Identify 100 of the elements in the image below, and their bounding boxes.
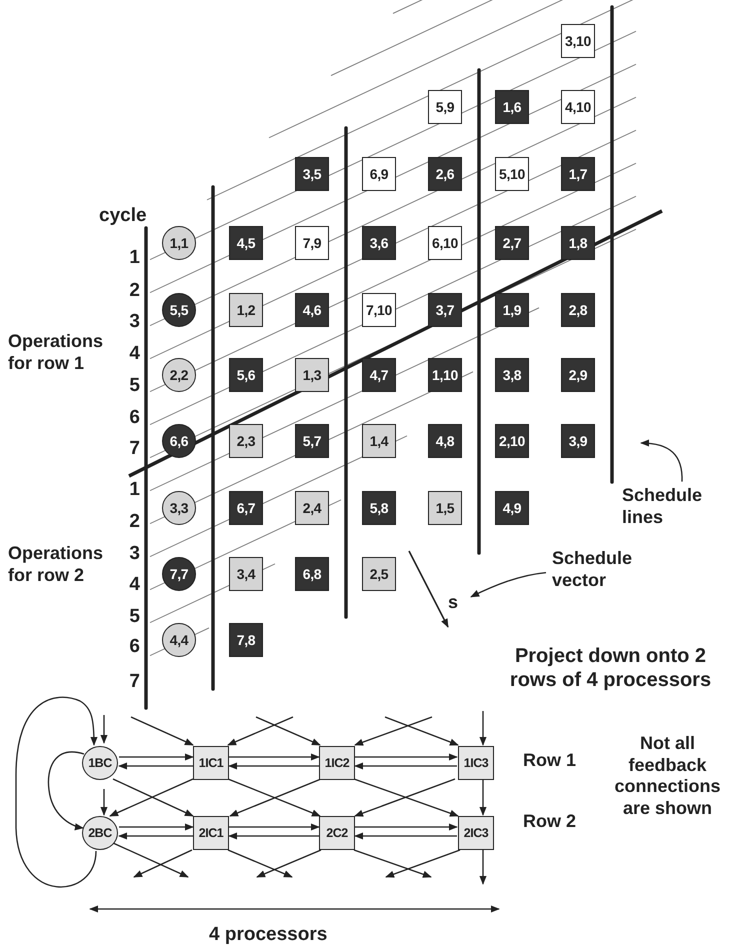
- annotation-text: Operations for row 1: [8, 331, 104, 374]
- operation-square: 1,9: [495, 293, 529, 327]
- operation-square: 7,9: [295, 226, 329, 260]
- operation-square: 5,8: [362, 491, 396, 525]
- arrow: [354, 832, 457, 840]
- cycle-number: 5: [128, 606, 140, 629]
- arrow: [118, 762, 193, 770]
- operation-circle: 6,6: [162, 424, 196, 458]
- operation-square: 1,5: [428, 491, 462, 525]
- operation-square: 2,7: [495, 226, 529, 260]
- arrow: [256, 716, 321, 746]
- arrow: [229, 753, 320, 761]
- operation-circle: 3,3: [162, 491, 196, 525]
- arrow: [133, 849, 192, 878]
- operation-square: 2,9: [561, 358, 595, 392]
- cycle-number: 6: [128, 407, 140, 430]
- cycle-number: 7: [128, 438, 140, 461]
- processor-circle: 2BC: [82, 816, 118, 850]
- operation-square: 3,5: [295, 157, 329, 191]
- operation-square: 2,4: [295, 491, 329, 525]
- processor-box: 1IC2: [319, 746, 355, 780]
- arrow: [130, 716, 194, 746]
- cycle-number: 2: [128, 280, 140, 303]
- arrow: [48, 751, 84, 830]
- cycle-number: 7: [128, 671, 140, 694]
- operation-square: 5,9: [428, 90, 462, 124]
- cycle-number: 2: [128, 511, 140, 534]
- processor-circle: 1BC: [82, 746, 118, 780]
- arrow: [479, 850, 487, 885]
- operation-circle: 2,2: [162, 358, 196, 392]
- arrow: [479, 711, 487, 746]
- leader-line: [640, 440, 683, 482]
- operation-square: 6,9: [362, 157, 396, 191]
- cycle-number: 3: [128, 311, 140, 334]
- operation-square: 1,3: [295, 358, 329, 392]
- operation-square: 2,10: [495, 424, 529, 458]
- row-label: Row 1: [523, 750, 576, 772]
- arrow: [112, 842, 189, 878]
- operation-square: 1,2: [229, 293, 263, 327]
- arrow: [256, 849, 322, 878]
- arrow: [384, 716, 459, 746]
- operation-square: 6,7: [229, 491, 263, 525]
- operation-square: 4,9: [495, 491, 529, 525]
- annotation-label: Schedule lines: [622, 485, 722, 528]
- operation-square: 1,6: [495, 90, 529, 124]
- arrow: [355, 753, 458, 761]
- cycle-number: 6: [128, 636, 140, 659]
- arrow: [118, 832, 193, 840]
- operation-square: 4,10: [561, 90, 595, 124]
- operation-square: 6,10: [428, 226, 462, 260]
- operation-square: 7,8: [229, 623, 263, 657]
- arrow: [229, 823, 320, 831]
- arrow: [355, 823, 458, 831]
- arrow: [479, 780, 487, 816]
- axis-title: cycle: [99, 205, 147, 228]
- arrow: [228, 762, 319, 770]
- vector-label: s: [448, 592, 468, 614]
- cycle-number: 1: [128, 247, 140, 270]
- arrow: [354, 716, 432, 746]
- cycle-number: 5: [128, 375, 140, 398]
- operation-square: 5,7: [295, 424, 329, 458]
- arrow: [119, 823, 194, 831]
- operation-square: 3,9: [561, 424, 595, 458]
- cycle-number: 4: [128, 574, 140, 597]
- operation-square: 7,10: [362, 293, 396, 327]
- operation-square: 2,3: [229, 424, 263, 458]
- arrow: [227, 716, 294, 746]
- arrow: [228, 832, 319, 840]
- operation-square: 1,8: [561, 226, 595, 260]
- row-label: Row 2: [523, 811, 576, 833]
- arrow: [228, 849, 293, 878]
- arrow: [100, 789, 108, 816]
- annotation-label: Schedule vector: [552, 548, 652, 592]
- annotation-text: 4 processors: [209, 924, 328, 947]
- arrow: [354, 849, 432, 878]
- operation-square: 1,10: [428, 358, 462, 392]
- operation-square: 4,5: [229, 226, 263, 260]
- operation-circle: 1,1: [162, 226, 196, 260]
- processor-box: 2IC1: [193, 816, 229, 850]
- operation-square: 3,4: [229, 557, 263, 591]
- annotation-text: Operations for row 2: [8, 543, 104, 586]
- operation-square: 3,6: [362, 226, 396, 260]
- operation-square: 2,8: [561, 293, 595, 327]
- processor-box: 2IC3: [458, 816, 494, 850]
- arrow: [354, 762, 457, 770]
- processor-box: 1IC1: [193, 746, 229, 780]
- arrow: [100, 715, 108, 744]
- cycle-number: 4: [128, 343, 140, 366]
- operation-square: 1,7: [561, 157, 595, 191]
- operation-square: 6,8: [295, 557, 329, 591]
- leader-line: [470, 572, 546, 598]
- operation-square: 4,8: [428, 424, 462, 458]
- arrow: [385, 849, 460, 878]
- operation-square: 4,6: [295, 293, 329, 327]
- cycle-number: 1: [128, 479, 140, 502]
- processor-box: 2C2: [319, 816, 355, 850]
- operation-square: 2,6: [428, 157, 462, 191]
- operation-square: 4,7: [362, 358, 396, 392]
- operation-circle: 7,7: [162, 557, 196, 591]
- operation-square: 3,8: [495, 358, 529, 392]
